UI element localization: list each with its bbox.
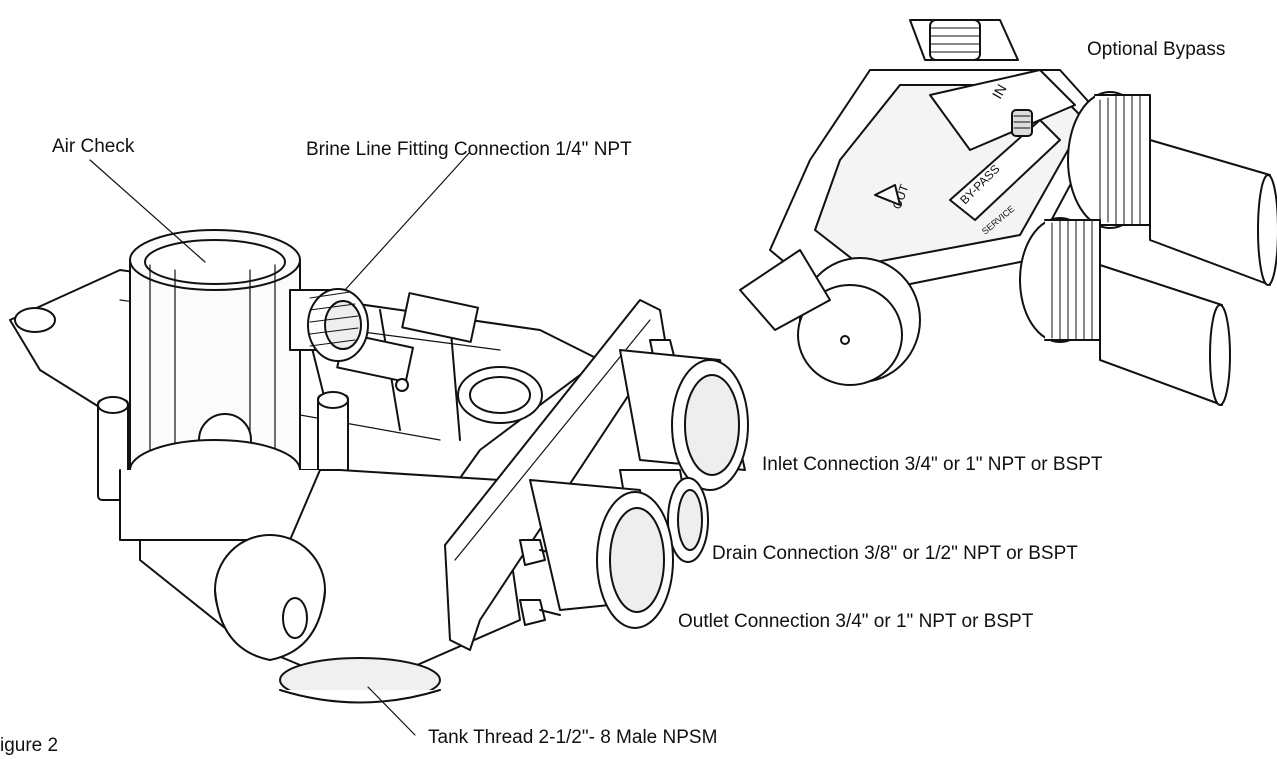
drain-connection-label: Drain Connection 3/8" or 1/2" NPT or BSP… [712, 543, 1078, 564]
brine-line-leader [344, 151, 471, 291]
inlet-connection-label: Inlet Connection 3/4" or 1" NPT or BSPT [762, 454, 1103, 475]
tank-thread-label: Tank Thread 2-1/2"- 8 Male NPSM [428, 727, 718, 748]
outlet-connection-label: Outlet Connection 3/4" or 1" NPT or BSPT [678, 611, 1034, 632]
bypass-in-marking: IN [989, 81, 1010, 101]
air-check-leader [89, 159, 206, 263]
control-valve-drawing [9, 229, 749, 704]
figure-caption: igure 2 [0, 735, 59, 756]
brine-line-label: Brine Line Fitting Connection 1/4" NPT [306, 139, 632, 160]
leader-lines [89, 151, 471, 736]
tank-thread-leader [367, 686, 416, 736]
optional-bypass-label: Optional Bypass [1087, 39, 1226, 60]
air-check-label: Air Check [52, 136, 135, 157]
bypass-valve-drawing: IN BY-PASS OUT SERVICE [739, 19, 1277, 406]
